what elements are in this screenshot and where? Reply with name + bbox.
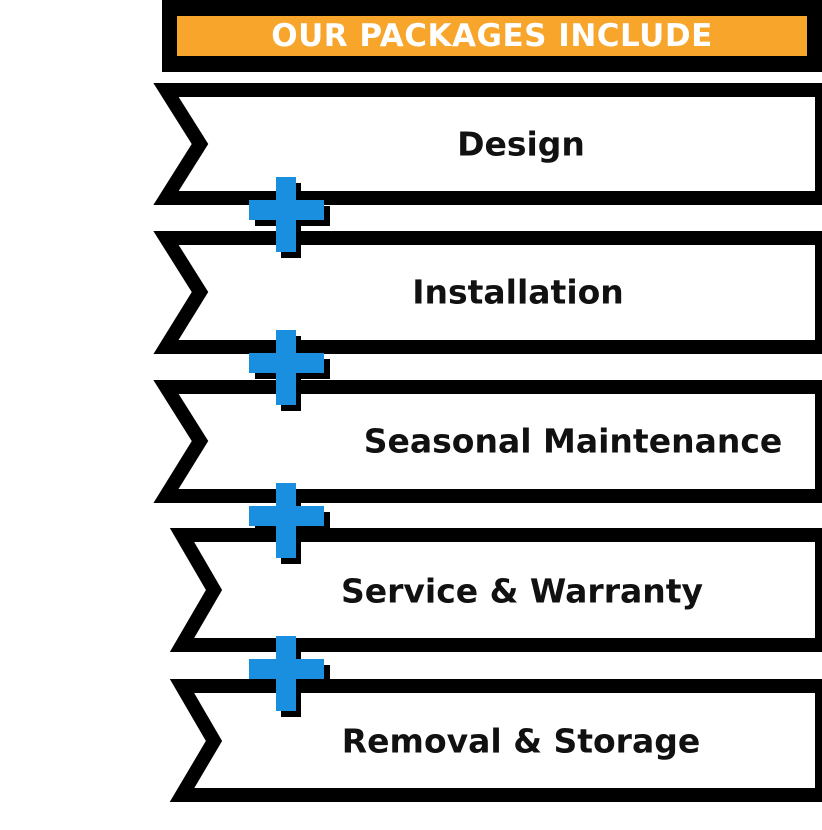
plus-icon [249, 177, 330, 258]
plus-icon [249, 636, 330, 717]
package-label-removal-storage: Removal & Storage [341, 721, 701, 761]
header-highlight [177, 16, 807, 56]
ribbon-design [153, 83, 822, 205]
ribbon-seasonal-maintenance [153, 380, 822, 503]
package-label-seasonal-maintenance: Seasonal Maintenance [363, 421, 783, 461]
plus-icon [249, 483, 330, 564]
package-label-design: Design [457, 124, 585, 164]
header-title: OUR PACKAGES INCLUDE [271, 18, 713, 54]
plus-icon [249, 330, 330, 411]
ribbon-removal-storage [169, 679, 822, 802]
package-label-service-warranty: Service & Warranty [340, 571, 704, 611]
ribbon-service-warranty [169, 528, 822, 652]
ribbon-installation [153, 231, 822, 354]
package-label-installation: Installation [412, 272, 624, 312]
